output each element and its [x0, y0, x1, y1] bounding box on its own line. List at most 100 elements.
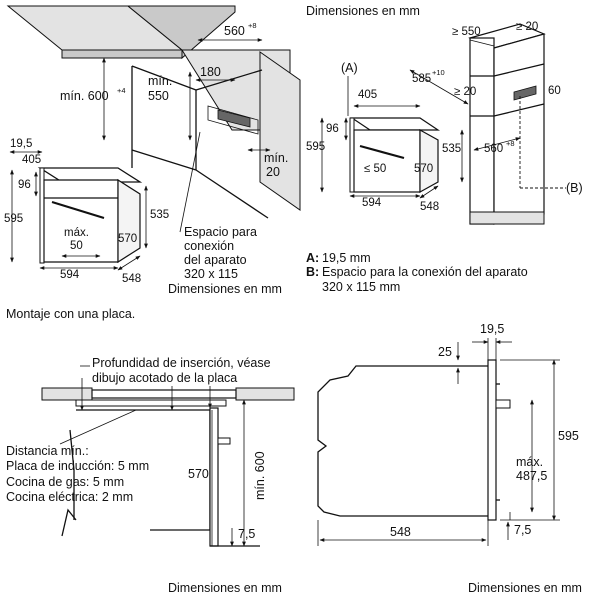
legend-b-key: B: — [306, 265, 319, 279]
dim-594: 594 — [60, 269, 80, 281]
tall-dim-535: 535 — [442, 143, 461, 155]
oven-front-side — [487, 359, 497, 521]
tall-dim-560-line — [473, 137, 521, 151]
cavity-floor — [131, 149, 197, 171]
legend-b-text: Espacio para la conexión del aparato — [322, 265, 528, 279]
dim-405: 405 — [22, 154, 41, 166]
dim-ge550-line — [469, 39, 495, 47]
tall-connection-box — [513, 85, 537, 101]
cabinet-units-label: Dimensiones en mm — [168, 282, 282, 296]
side-elevation-drawing: 19,5 25 595 máx. 487,5 7,5 548 Dimension… — [317, 322, 582, 595]
dim-560-sup: +8 — [248, 21, 257, 30]
tall-oven-top — [350, 117, 440, 131]
tall-cabinet-drawing: Dimensiones en mm (A) 405 96 595 ≤ 50 57… — [306, 4, 583, 294]
distance-gas: Cocina de gas: 5 mm — [6, 475, 124, 489]
hob-dim-7-5: 7,5 — [238, 527, 255, 541]
tall-oven-handle — [359, 144, 405, 160]
cabinet-side-panel — [259, 51, 301, 211]
dim-max-50-a: máx. — [64, 227, 89, 239]
dim-min-600-sup: +4 — [117, 86, 126, 95]
distance-title: Distancia mín.: — [6, 444, 89, 458]
tall-dim-570: 570 — [414, 163, 433, 175]
oven-break-bottom — [61, 508, 77, 537]
dim-ge20-mid: ≥ 20 — [454, 86, 476, 98]
legend-a-text: 19,5 mm — [322, 251, 371, 265]
oven-side-profile — [317, 365, 488, 517]
oven-knob — [217, 437, 231, 445]
insert-note-2: dibujo acotado de la placa — [92, 371, 237, 385]
dim-180: 180 — [200, 65, 221, 79]
dim-548-line — [117, 255, 141, 271]
dim-min-20-a: mín. — [264, 151, 288, 165]
hob-body — [75, 399, 227, 407]
tall-cabinet-left-side — [469, 37, 495, 225]
tall-cabinet-base — [469, 211, 545, 225]
tall-dim-548-line — [419, 185, 439, 199]
tall-dim-594: 594 — [362, 197, 382, 209]
shelf-upper — [493, 63, 545, 77]
connection-note-2: conexión — [184, 239, 234, 253]
hob-install-drawing: Profundidad de inserción, véase dibujo a… — [6, 356, 295, 595]
worktop-right — [235, 387, 295, 401]
connection-leader — [179, 131, 201, 233]
dim-60: 60 — [548, 85, 561, 97]
hob-plate — [91, 389, 237, 399]
tall-dim-le50: ≤ 50 — [364, 163, 386, 175]
oven-body-side — [117, 178, 141, 264]
tall-dim-405: 405 — [358, 89, 377, 101]
tall-dim-548: 548 — [420, 201, 439, 213]
label-b: (B) — [566, 181, 583, 195]
connection-note-4: 320 x 115 — [184, 267, 238, 281]
tall-oven-front-panel — [349, 117, 355, 193]
oven-front — [209, 407, 219, 547]
dim-max-50-b: 50 — [70, 240, 83, 252]
shelf-lower — [493, 103, 545, 117]
oven-handle — [51, 200, 105, 220]
hob-section-title: Montaje con una placa. — [6, 307, 135, 321]
connection-box — [217, 109, 251, 128]
worktop-left — [41, 387, 93, 401]
distance-induction: Placa de inducción: 5 mm — [6, 459, 149, 473]
cabinet-install-drawing: 560 +8 mín. 600 +4 mín. 550 180 mín. 20 … — [4, 5, 301, 296]
dim-535: 535 — [150, 209, 169, 221]
dim-min-600: mín. 600 — [60, 89, 109, 103]
dim-548: 548 — [122, 273, 141, 285]
side-dim-max-a: máx. — [516, 455, 543, 469]
connection-note-3: del aparato — [184, 253, 247, 267]
dim-585-sup: +10 — [432, 68, 445, 77]
oven-break-top — [69, 429, 75, 520]
dim-min-550-a: mín. — [148, 74, 172, 88]
legend-b-text2: 320 x 115 mm — [322, 280, 400, 294]
side-dim-19-5: 19,5 — [480, 322, 504, 336]
tall-oven-side — [419, 128, 439, 194]
hob-dim-570: 570 — [188, 467, 209, 481]
cavity-floor-right — [195, 169, 269, 219]
dim-595: 595 — [4, 213, 23, 225]
side-dim-25: 25 — [438, 345, 452, 359]
dim-ge20-top: ≥ 20 — [516, 21, 538, 33]
hob-dim-min600: mín. 600 — [253, 451, 267, 500]
dim-19-5: 19,5 — [10, 138, 32, 150]
side-units-label: Dimensiones en mm — [468, 581, 582, 595]
dim-560: 560 — [224, 24, 245, 38]
hob-units-label: Dimensiones en mm — [168, 581, 282, 595]
distance-electric: Cocina eléctrica: 2 mm — [6, 490, 133, 504]
dim-min-550-b: 550 — [148, 89, 169, 103]
dim-ge550: ≥ 550 — [452, 26, 481, 38]
tall-dim-96: 96 — [326, 123, 339, 135]
oven-knob-side — [495, 399, 511, 409]
side-dim-max-b: 487,5 — [516, 469, 547, 483]
tall-cabinet-right-side — [493, 33, 545, 225]
legend-a-key: A: — [306, 251, 319, 265]
dim-96: 96 — [18, 179, 31, 191]
tall-oven-body — [353, 129, 421, 193]
worktop-front — [61, 49, 183, 59]
dim-585-line — [409, 69, 469, 105]
side-dim-7-5: 7,5 — [514, 523, 531, 537]
side-dim-595: 595 — [558, 429, 579, 443]
label-a: (A) — [341, 61, 358, 75]
cavity-top-edge — [131, 65, 197, 91]
dim-min-20-b: 20 — [266, 165, 280, 179]
dim-570: 570 — [118, 233, 137, 245]
